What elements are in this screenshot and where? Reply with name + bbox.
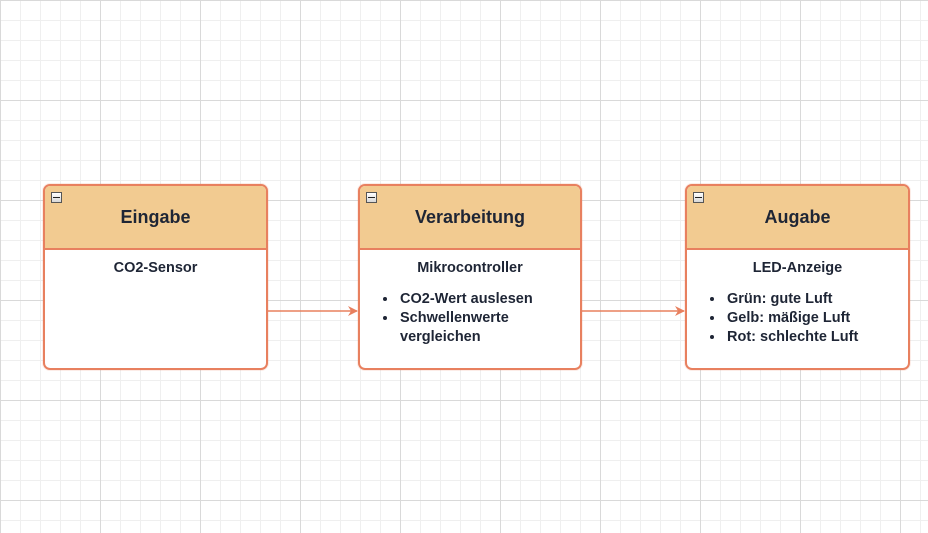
block-eingabe[interactable]: Eingabe CO2-Sensor: [43, 184, 268, 370]
block-subtitle: LED-Anzeige: [752, 260, 843, 276]
list-item: CO2-Wert auslesen: [398, 290, 580, 309]
block-body: Mikrocontroller CO2-Wert auslesen Schwel…: [360, 250, 580, 347]
block-subtitle: Mikrocontroller: [417, 260, 523, 276]
bullet-list: Grün: gute Luft Gelb: mäßige Luft Rot: s…: [687, 290, 908, 347]
list-item: Grün: gute Luft: [725, 290, 908, 309]
block-title: Verarbeitung: [414, 206, 526, 227]
block-body: CO2-Sensor: [45, 250, 266, 276]
list-item: Schwellenwerte vergleichen: [398, 309, 580, 347]
block-header[interactable]: Augabe: [687, 186, 908, 250]
list-item: Rot: schlechte Luft: [725, 328, 908, 347]
block-title: Augabe: [764, 206, 831, 227]
list-item: Gelb: mäßige Luft: [725, 309, 908, 328]
minus-square-icon[interactable]: [366, 192, 377, 203]
block-verarbeitung[interactable]: Verarbeitung Mikrocontroller CO2-Wert au…: [358, 184, 582, 370]
minus-square-icon[interactable]: [693, 192, 704, 203]
block-subtitle: CO2-Sensor: [113, 260, 198, 276]
block-ausgabe[interactable]: Augabe LED-Anzeige Grün: gute Luft Gelb:…: [685, 184, 910, 370]
bullet-list: CO2-Wert auslesen Schwellenwerte verglei…: [360, 290, 580, 347]
block-header[interactable]: Eingabe: [45, 186, 266, 250]
minus-square-icon[interactable]: [51, 192, 62, 203]
block-title: Eingabe: [120, 206, 191, 227]
block-body: LED-Anzeige Grün: gute Luft Gelb: mäßige…: [687, 250, 908, 347]
block-header[interactable]: Verarbeitung: [360, 186, 580, 250]
